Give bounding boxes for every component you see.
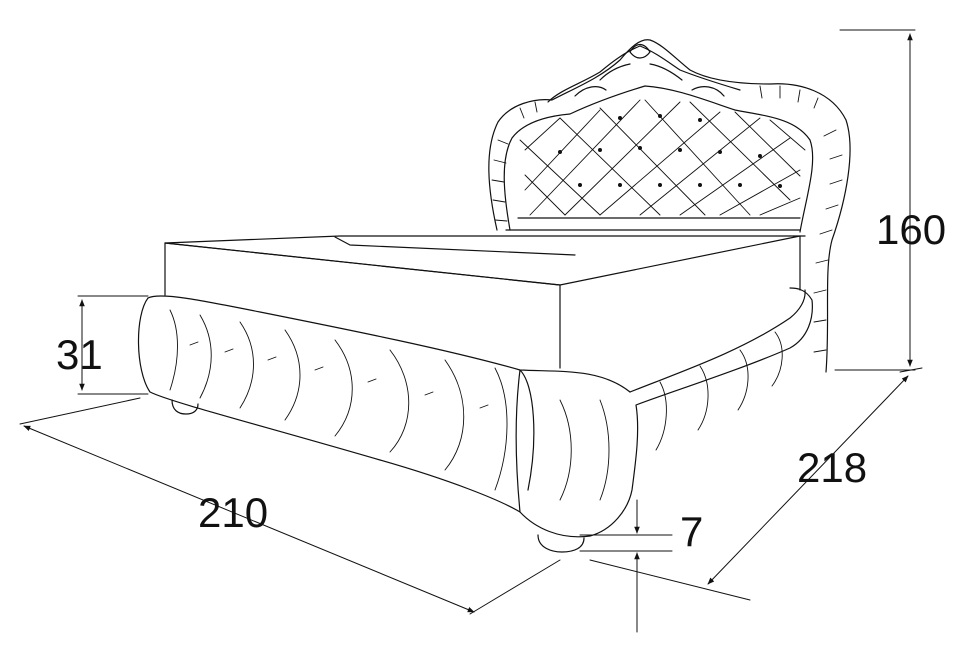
height-dimension-label: 160 [876, 206, 947, 253]
base-tufting [169, 309, 783, 501]
headboard-ruffles [491, 85, 843, 353]
front-right-foot [537, 534, 585, 553]
front-left-foot [171, 399, 199, 415]
mattress [164, 235, 806, 369]
leg-height-dimension-label: 7 [680, 508, 704, 555]
depth-dimension-label: 218 [797, 444, 868, 491]
base-height-dimension-label: 31 [56, 331, 103, 378]
headboard-tufting [519, 99, 806, 216]
length-dimension-label: 210 [198, 489, 269, 536]
headboard [488, 39, 851, 373]
dimension-lines [19, 29, 923, 633]
